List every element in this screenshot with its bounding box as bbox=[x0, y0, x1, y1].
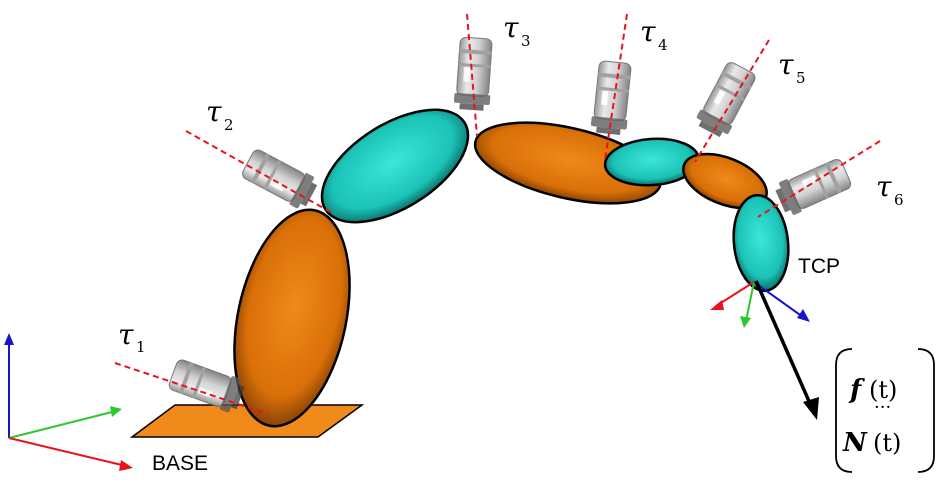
world-x-arrowhead bbox=[119, 460, 133, 471]
svg-text:5: 5 bbox=[796, 69, 806, 87]
svg-text:τ: τ bbox=[503, 11, 519, 44]
base-label: BASE bbox=[152, 452, 208, 475]
servo-motor-icon bbox=[452, 36, 495, 112]
force-arg: (t) bbox=[869, 376, 897, 404]
torque-label-6: τ 6 bbox=[876, 170, 904, 209]
world-y-arrowhead bbox=[110, 406, 122, 417]
torque-label-2: τ 2 bbox=[206, 95, 234, 134]
svg-text:τ: τ bbox=[640, 15, 656, 48]
tcp-y-arrowhead bbox=[740, 316, 751, 328]
world-z-arrowhead bbox=[4, 333, 14, 345]
world-x-axis bbox=[8, 437, 127, 467]
svg-text:4: 4 bbox=[658, 36, 668, 54]
servo-motor-icon bbox=[239, 145, 321, 213]
world-frame bbox=[4, 333, 133, 471]
svg-text:6: 6 bbox=[894, 191, 904, 209]
right-bracket bbox=[917, 348, 935, 473]
vector-dots: ··· bbox=[874, 397, 891, 418]
joint-axis-2 bbox=[185, 130, 335, 215]
svg-text:τ: τ bbox=[876, 170, 892, 203]
torque-label-4: τ 4 bbox=[640, 15, 668, 54]
force-symbol: f bbox=[848, 375, 865, 405]
joint-axes bbox=[114, 13, 881, 415]
servo-motor-icon bbox=[692, 59, 760, 141]
world-y-axis bbox=[8, 410, 117, 439]
svg-text:3: 3 bbox=[521, 32, 531, 50]
tcp-z-axis bbox=[753, 281, 804, 318]
servo-motor-icon bbox=[589, 59, 634, 137]
svg-text:1: 1 bbox=[136, 338, 146, 356]
tcp-x-arrowhead bbox=[710, 300, 724, 310]
svg-text:2: 2 bbox=[224, 116, 234, 134]
wrench-arrowhead bbox=[803, 397, 819, 420]
joint-axis-4 bbox=[604, 13, 628, 161]
joint-axis-6 bbox=[757, 140, 881, 218]
joint-axis-3 bbox=[466, 13, 478, 137]
torque-label-5: τ 5 bbox=[778, 48, 806, 87]
moment-arg: (t) bbox=[873, 429, 901, 457]
wrench-vector: f (t) ··· N (t) bbox=[835, 348, 935, 473]
wrench-arrow bbox=[754, 280, 814, 409]
joint-axis-1 bbox=[114, 362, 269, 415]
tcp-y-axis bbox=[745, 281, 755, 322]
torque-label-1: τ 1 bbox=[118, 318, 146, 356]
tcp-label: TCP bbox=[798, 255, 840, 278]
svg-text:τ: τ bbox=[206, 95, 222, 128]
svg-text:τ: τ bbox=[778, 48, 794, 81]
moment-symbol: N bbox=[842, 428, 868, 458]
tcp-frame bbox=[710, 281, 810, 328]
svg-text:τ: τ bbox=[118, 318, 134, 351]
torque-label-3: τ 3 bbox=[503, 11, 531, 50]
left-bracket bbox=[835, 348, 853, 473]
tcp-z-arrowhead bbox=[797, 309, 810, 322]
link-1 bbox=[233, 208, 351, 428]
joint-axis-5 bbox=[694, 39, 770, 163]
